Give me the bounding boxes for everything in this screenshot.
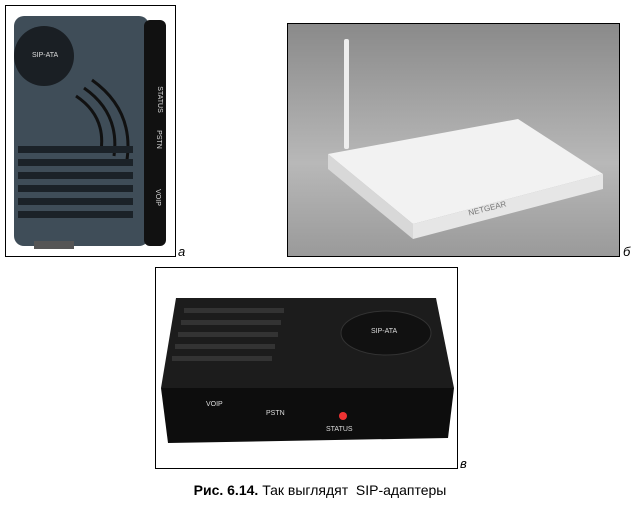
photo-b-netgear-router: NETGEAR [287,23,620,257]
device-pstn-text: PSTN [154,130,162,149]
panel-label-b: б [623,244,631,259]
figure-caption: Рис. 6.14. Так выглядят SIP-адаптеры [0,482,640,498]
device-status-text: STATUS [326,426,353,433]
device-voip-text: VOIP [206,401,223,408]
flat-adapter-image [161,298,454,443]
device-logo-text: SIP-ATA [32,52,59,59]
caption-text: Так выглядят SIP-адаптеры [262,482,447,498]
vertical-adapter-image [14,16,166,249]
device-voip-text: VOIP [153,189,161,206]
caption-number: Рис. 6.14. [193,482,259,498]
panel-label-c: в [460,456,467,471]
router-image [328,39,603,239]
photo-c-sip-ata-flat: SIP-ATA VOIP PSTN STATUS [155,267,458,469]
device-logo-text: SIP-ATA [371,328,398,335]
photo-a-sip-ata-vertical: SIP-ATA STATUS PSTN VOIP [5,5,176,257]
panel-label-a: а [178,244,186,259]
device-pstn-text: PSTN [266,410,285,417]
device-status-text: STATUS [155,86,163,113]
